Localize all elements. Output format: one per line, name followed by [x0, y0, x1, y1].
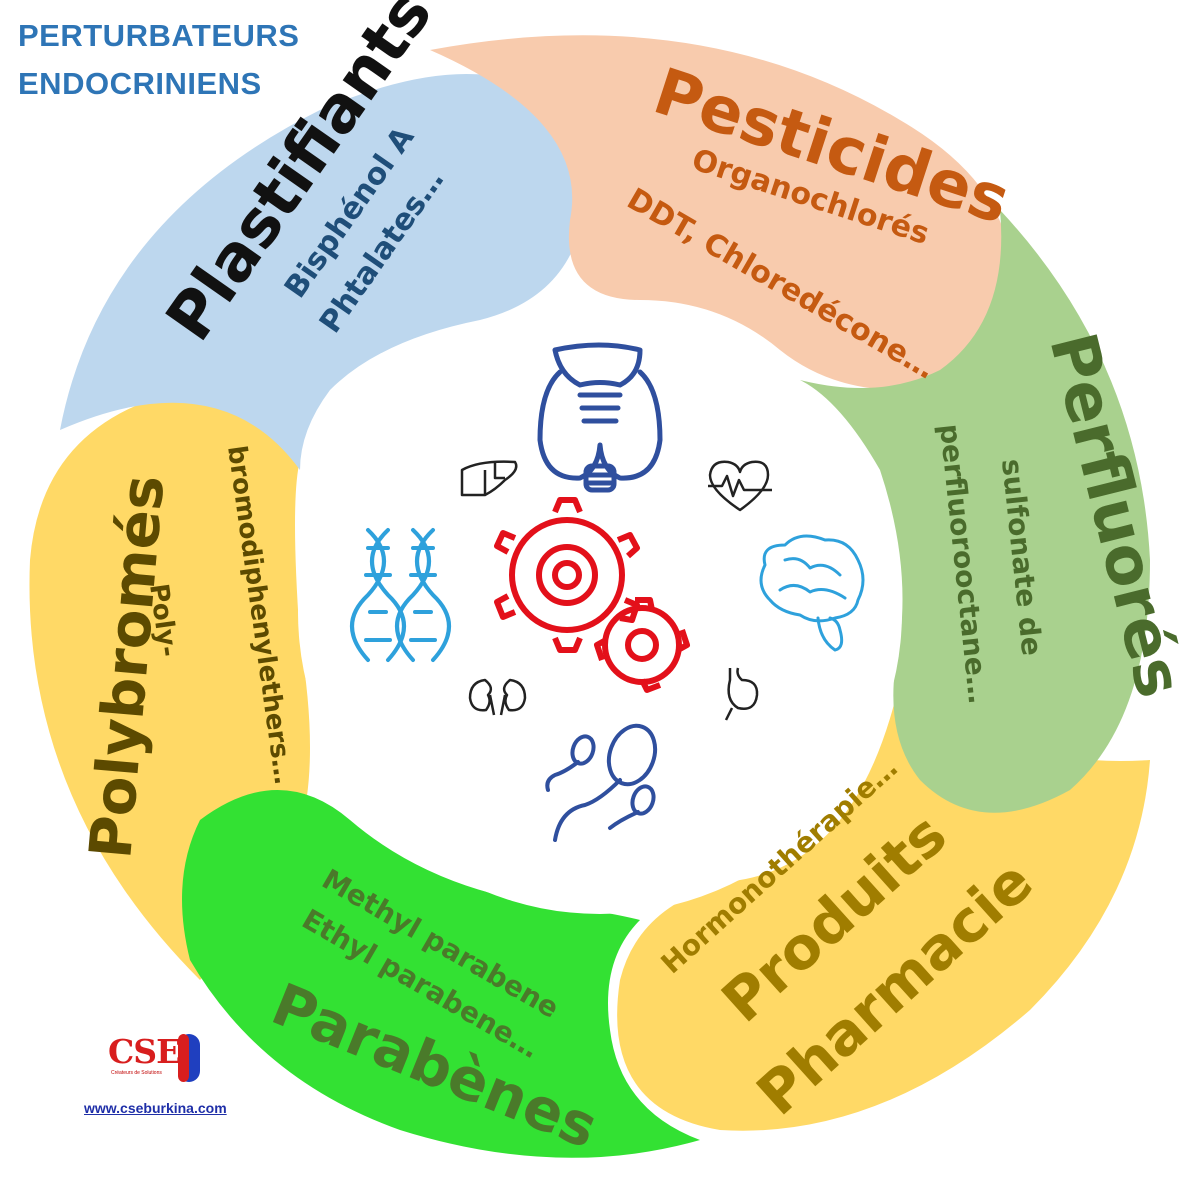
thyroid-icon	[537, 342, 663, 493]
dna-icon	[350, 528, 451, 662]
brain-icon	[759, 534, 865, 652]
cse-logo: CSE Créateurs de Solutions	[108, 1032, 218, 1088]
logo-pill-icon	[178, 1034, 200, 1082]
ring-segments	[29, 35, 1150, 1158]
gears-icon	[494, 497, 690, 693]
logo-text: CSE	[108, 1032, 181, 1071]
segment-plastifiants	[60, 74, 585, 470]
sperm-icon	[545, 723, 658, 842]
heart-icon	[708, 460, 772, 512]
segment-perfluores	[800, 210, 1150, 813]
title-line-2: ENDOCRINIENS	[18, 66, 262, 101]
kidneys-icon	[468, 678, 527, 716]
stomach-icon	[724, 667, 759, 721]
segment-parabenes	[182, 790, 700, 1158]
website-link[interactable]: www.cseburkina.com	[84, 1100, 227, 1116]
title-line-1: PERTURBATEURS	[18, 18, 300, 53]
segment-pesticides	[430, 35, 1011, 390]
liver-icon	[460, 460, 518, 497]
logo-tagline: Créateurs de Solutions	[111, 1070, 162, 1076]
